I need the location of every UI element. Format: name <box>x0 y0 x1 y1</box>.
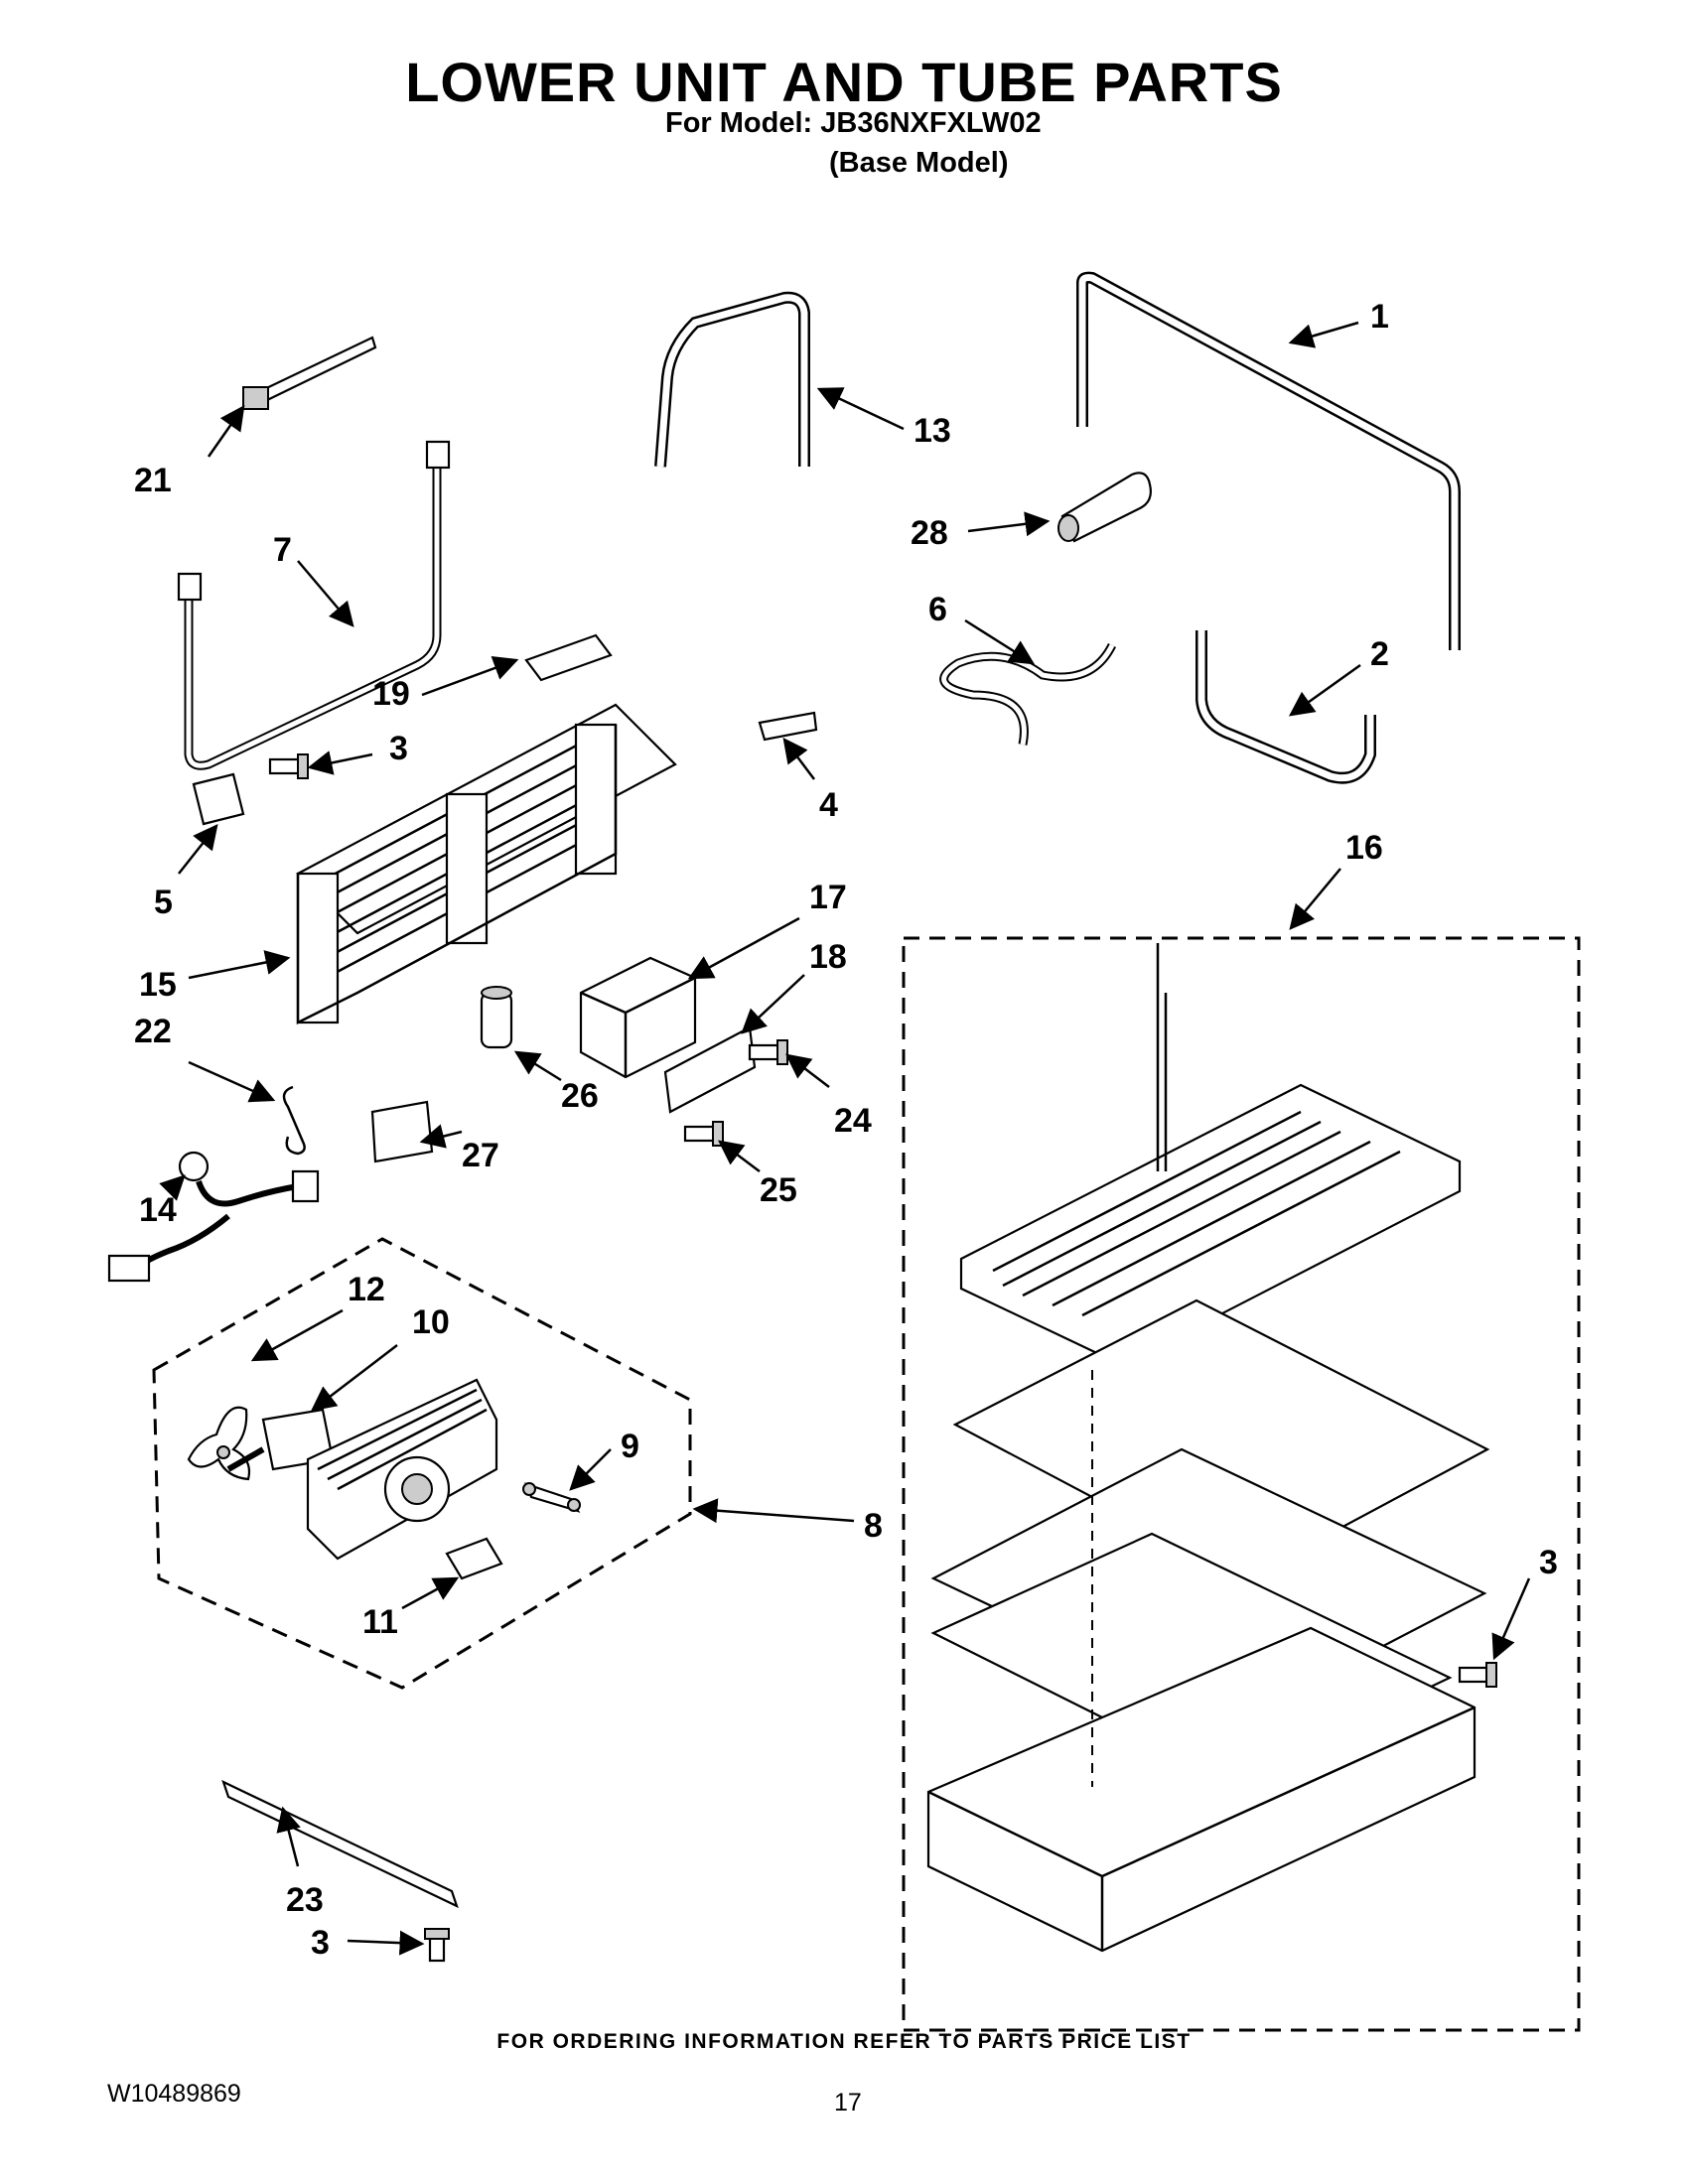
part-7-harness <box>177 440 451 770</box>
callout-leaders <box>159 321 1531 1956</box>
callout-12: 12 <box>348 1271 385 1308</box>
part-28-sleeve <box>1057 472 1152 543</box>
part-23-rail <box>221 1779 459 1909</box>
part-14-harness <box>107 1151 320 1283</box>
callout-13: 13 <box>914 412 951 450</box>
part-15-evaporator <box>296 703 677 1025</box>
callout-18: 18 <box>809 938 847 976</box>
document-number: W10489869 <box>107 2080 241 2108</box>
part-11-clip <box>445 1537 503 1580</box>
callout-7: 7 <box>273 531 292 569</box>
callout-22: 22 <box>134 1013 172 1050</box>
callout-9: 9 <box>621 1428 639 1465</box>
fan-shroud <box>306 1378 498 1561</box>
part-21-cable-tie <box>242 336 377 410</box>
part-19-pad <box>524 633 613 682</box>
callout-10: 10 <box>412 1303 450 1341</box>
part-4-clip <box>758 711 818 742</box>
callout-16: 16 <box>1345 829 1383 867</box>
callout-5: 5 <box>154 884 173 921</box>
callout-4: 4 <box>819 786 838 824</box>
callout-17: 17 <box>809 879 847 916</box>
callout-21: 21 <box>134 462 172 499</box>
part-1-tube <box>1076 271 1461 650</box>
callout-14: 14 <box>139 1191 177 1229</box>
part-3-screw <box>268 753 309 779</box>
callout-6: 6 <box>928 591 947 628</box>
part-12-fan-blade <box>187 1406 251 1481</box>
part-16-drain-pan <box>959 943 1462 1367</box>
part-5-bracket <box>192 772 245 826</box>
part-26-capacitor <box>480 986 513 1049</box>
callout-2: 2 <box>1370 635 1389 673</box>
part-13-tube <box>654 291 810 468</box>
callout-3-right: 3 <box>1539 1544 1558 1581</box>
part-6-tube <box>939 642 1117 746</box>
ordering-note: FOR ORDERING INFORMATION REFER TO PARTS … <box>496 2030 1192 2053</box>
callout-3-upper: 3 <box>389 730 408 767</box>
model-number: For Model: JB36NXFXLW02 <box>665 107 1042 139</box>
callout-11: 11 <box>362 1603 398 1641</box>
callout-3-lower: 3 <box>311 1924 330 1962</box>
page-number: 17 <box>834 2089 862 2116</box>
callout-19: 19 <box>372 675 410 713</box>
part-8-assembly-outline <box>152 1237 692 1690</box>
callout-23: 23 <box>286 1881 324 1919</box>
part-16-assembly-outline <box>902 936 1581 2032</box>
part-25-screw <box>683 1121 724 1147</box>
callout-28: 28 <box>911 514 948 552</box>
part-24-screw <box>748 1039 788 1065</box>
part-17-cover <box>579 956 697 1079</box>
callout-26: 26 <box>561 1077 599 1115</box>
callout-1: 1 <box>1370 298 1389 336</box>
part-3-screw <box>424 1928 450 1963</box>
part-18-bracket <box>663 1025 757 1114</box>
page-title: LOWER UNIT AND TUBE PARTS <box>405 51 1283 113</box>
callout-27: 27 <box>462 1137 499 1174</box>
base-tray <box>926 1626 1477 1953</box>
callout-8: 8 <box>864 1507 883 1545</box>
part-2-tube <box>1196 630 1376 784</box>
model-variant: (Base Model) <box>829 147 1009 179</box>
part-27-pad <box>370 1100 434 1163</box>
part-22-hook <box>282 1085 306 1156</box>
part-3-screw <box>1458 1662 1497 1688</box>
callout-15: 15 <box>139 966 177 1004</box>
part-9-bracket <box>522 1482 581 1513</box>
callout-25: 25 <box>760 1171 797 1209</box>
callout-labels: 1 2 3 3 3 3 4 5 6 7 8 9 10 11 12 13 14 1… <box>134 298 1558 1962</box>
callout-24: 24 <box>834 1102 872 1140</box>
